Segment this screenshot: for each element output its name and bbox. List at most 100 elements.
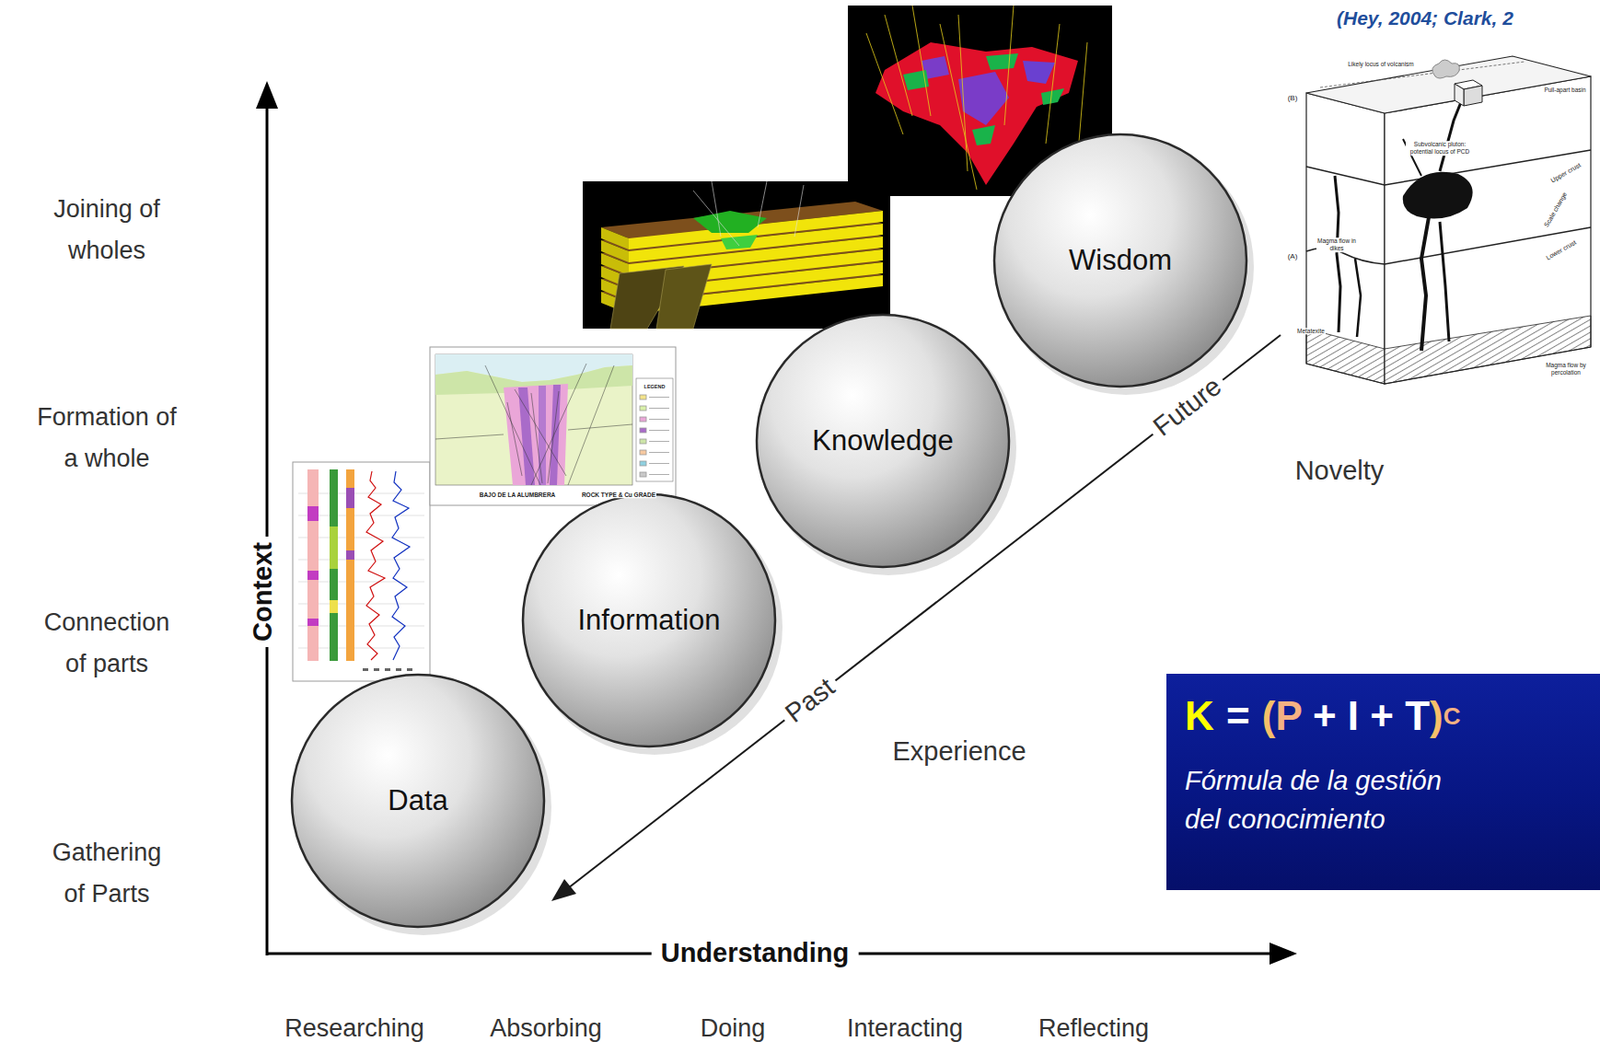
- cross-section-figure-part-part: [531, 363, 587, 486]
- cross-section-figure-part-part: [649, 452, 670, 453]
- ore-body-model-figure-part: [972, 125, 996, 146]
- timeline-label: Past: [775, 668, 846, 732]
- cross-section-figure-part: [429, 347, 676, 506]
- circle-text-area: Data: [289, 672, 546, 929]
- well-log-figure-part: [362, 668, 413, 672]
- ore-body-model-figure-part-part: [866, 33, 904, 135]
- ore-body-model-figure-part-part: [1004, 5, 1014, 126]
- panel-letter: (B): [1287, 93, 1299, 103]
- context-level: Gathering of Parts: [46, 832, 167, 915]
- figure-note: Pull-apart basin: [1542, 86, 1587, 93]
- dimension-label: Experience: [892, 736, 1026, 767]
- circle-shadows: [295, 139, 1254, 936]
- wisdom-circle: Wisdom: [992, 132, 1249, 389]
- cross-section-figure-part-part: [639, 450, 647, 455]
- formula-exponent: C: [1443, 702, 1461, 731]
- formula-term: K: [1184, 692, 1215, 742]
- block-model-figure-part: [720, 234, 758, 250]
- circle-text-area: Information: [521, 492, 777, 749]
- block-model-figure-part: [656, 264, 712, 329]
- figure-caption: BAJO DE LA ALUMBRERA: [478, 491, 557, 499]
- cross-section-figure-part-part: [649, 463, 670, 464]
- circle-shape: [994, 134, 1247, 387]
- crustal-block-figure-part: [1463, 85, 1483, 106]
- ore-body-model-figure-part-part: [1078, 42, 1088, 153]
- block-model-figure-part: [582, 181, 891, 329]
- activity-label: Researching: [284, 1014, 425, 1044]
- cross-section-figure-part-part: [639, 439, 647, 444]
- cross-section-figure-part-part: [568, 424, 633, 430]
- ore-body-model-figure-part-part: [939, 23, 977, 190]
- formula-term: + I + T: [1312, 692, 1430, 742]
- axes: [255, 81, 1298, 965]
- axes-part: [1269, 942, 1298, 965]
- well-log-figure-part: [298, 493, 425, 649]
- well-log-figure-part: [329, 600, 338, 614]
- crustal-block-figure-part: [1320, 61, 1525, 88]
- crustal-block-figure-part: [1421, 217, 1429, 351]
- figure-note: Magma flow in dikes: [1316, 237, 1357, 253]
- well-log-figure-part: [366, 471, 385, 661]
- figure-note: Likely locus of volcanism: [1346, 60, 1415, 68]
- cross-section-figure-part-part: [507, 402, 522, 476]
- block-model-figure-part-part: [757, 181, 767, 228]
- ore-body-model-figure-part: [985, 53, 1019, 70]
- formula-bracket: ): [1429, 692, 1444, 742]
- well-log-figure-part: [307, 618, 319, 627]
- well-log-figure-part-part: [384, 668, 391, 672]
- ore-body-model-figure-part-part: [958, 14, 968, 172]
- time-arrow-part: [551, 879, 577, 902]
- formula-line: K=(P+ I + T)C: [1184, 692, 1584, 742]
- cross-section-figure-part: [435, 354, 633, 486]
- well-log-figure-part: [307, 570, 319, 580]
- cross-section-figure-part-part: [649, 407, 670, 409]
- stage-name: Knowledge: [811, 423, 953, 458]
- cross-section-figure: [429, 347, 676, 506]
- well-log-figure-part: [346, 469, 355, 661]
- activity-label: Interacting: [846, 1014, 963, 1044]
- activity-label: Reflecting: [1038, 1014, 1149, 1044]
- formula-operator: =: [1226, 692, 1251, 742]
- crustal-block-figure-part: [1439, 221, 1450, 342]
- well-log-figure-part: [307, 469, 319, 661]
- axis-title: Understanding: [651, 938, 859, 969]
- well-log-figure-part: [307, 506, 319, 522]
- well-log-figure-part: [292, 462, 430, 682]
- block-model-figure-part-part: [711, 181, 721, 237]
- cross-section-figure-part-part: [514, 389, 567, 476]
- ore-body-model-figure-part: [958, 71, 1009, 126]
- block-model-figure-part-part: [693, 190, 740, 246]
- figure-caption: ROCK TYPE & Cu GRADE: [580, 491, 657, 499]
- cross-section-figure-part-part: [547, 391, 559, 484]
- block-model-figure-part: [628, 210, 883, 250]
- axes-part: [255, 81, 279, 109]
- well-log-figure-part: [329, 469, 338, 661]
- crustal-block-figure-part: [1334, 175, 1341, 333]
- block-model-figure-part-part: [794, 185, 804, 237]
- cross-section-figure-part-part: [639, 472, 647, 477]
- context-level: Joining of wholes: [46, 188, 167, 271]
- cross-section-figure-part: [549, 384, 561, 486]
- activity-label: Doing: [700, 1014, 766, 1044]
- axis-title: Context: [247, 536, 279, 648]
- cross-section-figure-part-part: [639, 461, 647, 466]
- block-model-figure-part: [693, 210, 767, 233]
- citation: (Hey, 2004; Clark, 2: [1336, 7, 1514, 30]
- well-log-figure-part: [392, 471, 410, 661]
- cross-section-figure-part-part: [435, 434, 504, 440]
- figure-note: Subvolcanic pluton: potential locus of P…: [1405, 140, 1474, 156]
- cross-section-figure-part-part: [531, 393, 543, 484]
- context-level: Formation of a whole: [31, 396, 184, 479]
- well-log-figure-part-part: [362, 668, 369, 672]
- crustal-block-figure-part: [1402, 172, 1473, 220]
- well-log-figure-part-part: [373, 668, 380, 672]
- cross-section-figure-part-part: [639, 394, 647, 400]
- cross-section-figure-part-part: [639, 428, 647, 433]
- data-circle: Data: [289, 672, 546, 929]
- context-level: Connection of parts: [37, 602, 176, 685]
- well-log-figure-part: [329, 526, 338, 569]
- ore-body-model-figure-part-part: [1045, 23, 1060, 144]
- ore-body-model-figure-part-part: [884, 14, 913, 116]
- panel-letter: (A): [1287, 252, 1299, 261]
